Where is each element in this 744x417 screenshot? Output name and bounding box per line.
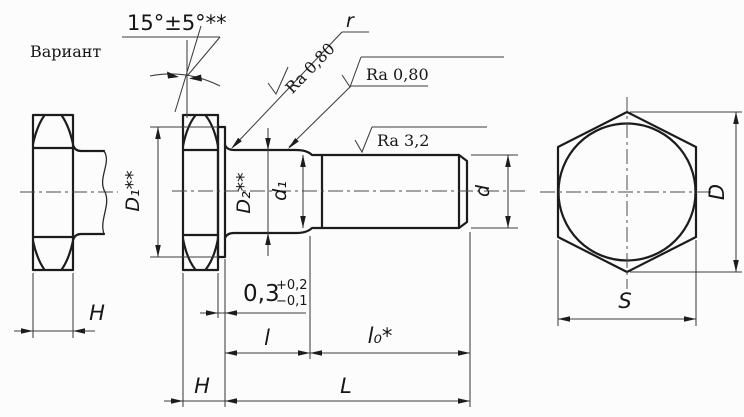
collar-diameter-dimension: D₂** [233,128,271,256]
washer-flange-outline [216,125,227,259]
dim-label-d: d [472,184,494,197]
length-dimensions: l l₀* H L [164,232,471,407]
variant-head-arc [60,239,75,271]
roughness-fillet-callout: Ra 0,80 [288,56,504,149]
arrowhead [225,350,237,356]
arrowhead [155,127,161,139]
dim-label-D: D [705,184,729,200]
dim-label-S: S [618,289,631,313]
arrowhead [265,138,271,150]
tolerance-nominal: 0,3 [243,281,280,307]
dim-label-D1: D₁** [122,170,144,211]
fillet-radius-callout: r [231,10,369,149]
variant-head-arc [60,114,75,146]
dim-label-d1: d₁ [269,181,291,201]
roughness-thread-callout: Ra 3,2 [354,126,487,154]
arrowhead [225,310,237,316]
roughness-value: Ra 0,80 [366,65,429,84]
arrowhead [733,260,739,272]
variant-head-outline [31,113,75,272]
arrowhead [155,245,161,257]
arrowhead [167,71,179,79]
arrowhead [265,233,271,245]
chamfer-angle-callout: 15°±5°** [122,11,227,118]
flange-diameter-dimension: D₁** [122,126,218,258]
across-corners-dimension: D [630,111,742,273]
arrowhead [231,137,242,149]
arrowhead [206,310,218,316]
dim-label-D2: D₂** [233,172,255,213]
end-view: D S [540,97,742,326]
arrowhead [505,216,511,228]
arrowhead [300,216,306,228]
head-arc [181,114,197,148]
arrowhead [189,74,202,82]
variant-head-arc [31,114,46,146]
arrowhead [73,328,85,334]
variant-collar-top-edge [71,143,106,153]
roughness-value: Ra 3,2 [377,131,429,150]
leader-line [187,36,221,76]
dim-label-l0: l₀* [368,324,393,348]
arrowhead [300,155,306,167]
arrowhead [684,316,696,322]
radius-label: r [346,10,355,32]
dim-label-l: l [264,326,270,350]
variant-collar-bottom-edge [71,232,106,242]
angle-arc [149,73,221,87]
variant-height-dimension: H [14,273,105,338]
arrowhead [225,398,237,404]
surface-finish-icon [354,126,373,154]
arrowhead [458,398,470,404]
thread-diameter-dimension: d [471,154,518,229]
arrowhead [733,112,739,124]
arrowhead [21,328,33,334]
arrowhead [505,155,511,167]
arrowhead [310,350,322,356]
tolerance-lower: −0,1 [276,294,308,309]
across-flats-dimension: S [557,240,697,326]
reference-line-slanted [174,25,202,113]
tolerance-upper: +0,2 [276,278,308,293]
angle-value: 15°±5°** [127,11,227,35]
surface-finish-icon [267,66,289,96]
leader-line [232,31,343,148]
dim-label-H-variant: H [89,301,105,325]
shank-diameter-dimension: d₁ [269,155,306,228]
variant-view: Вариант H [14,42,118,338]
variant-caption: Вариант [30,42,101,61]
arrowhead [558,316,570,322]
arrowhead [458,350,470,356]
arrowhead [288,138,299,149]
flange-thickness-dimension: 0,3 +0,2 −0,1 [200,273,308,318]
dim-label-L: L [340,374,352,398]
dim-label-H-head: H [194,374,210,398]
arrowhead [298,350,310,356]
leader-line [288,86,351,148]
arrowhead [171,398,183,404]
variant-head-arc [31,239,46,271]
